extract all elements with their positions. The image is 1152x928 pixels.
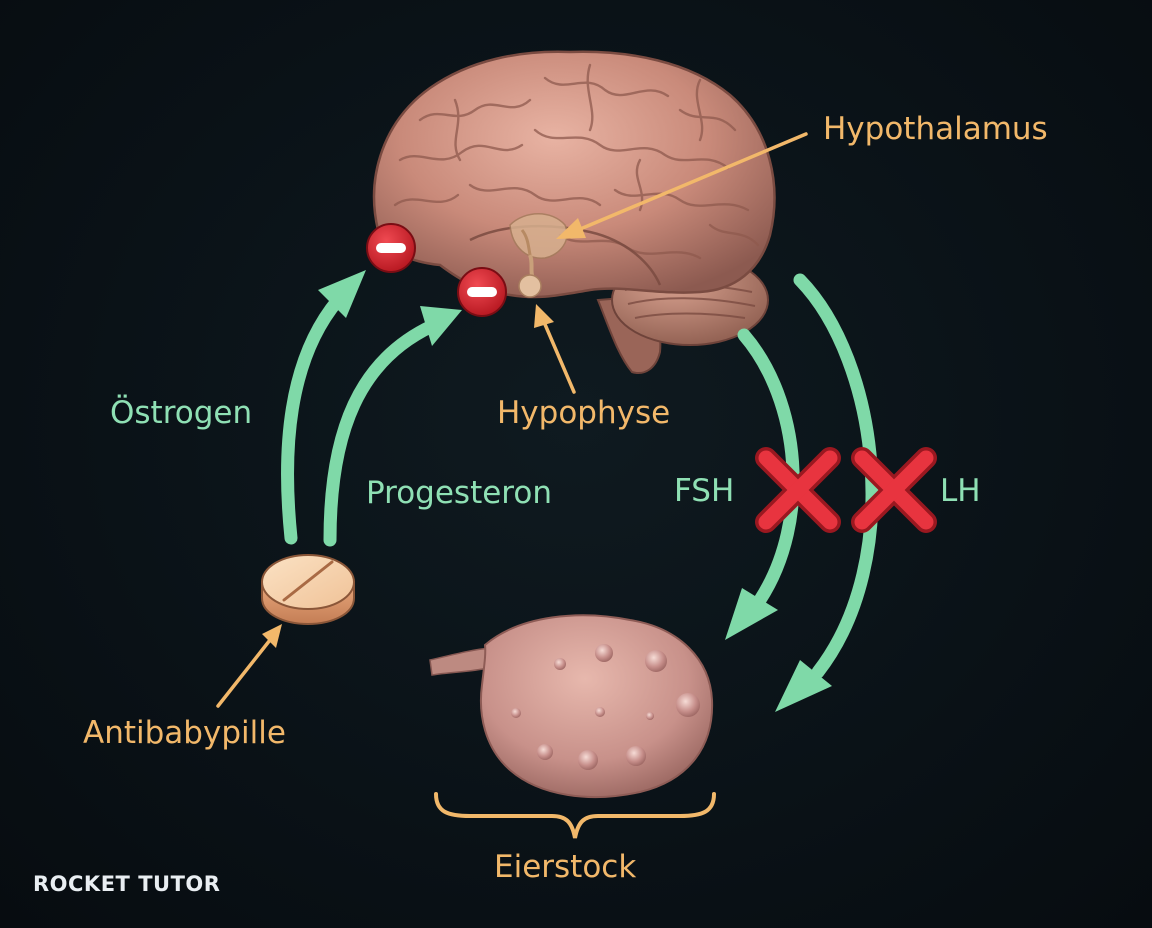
label-hypophyse: Hypophyse [497,395,671,431]
lh-arrowhead [775,660,832,712]
oestrogen-arrow-shaft [281,293,345,545]
oestrogen-arrowhead [318,270,366,318]
label-eierstock: Eierstock [494,849,637,885]
label-antibabypille: Antibabypille [83,715,286,751]
brain-illustration [372,50,776,374]
minus-circle-icon [366,223,416,273]
hypothalamus-pointer-line [576,132,808,232]
red-cross-icon [851,447,937,533]
pill-pointer-head [262,624,282,648]
label-progesteron: Progesteron [366,475,552,511]
eierstock-brace [434,792,716,839]
follicles [511,644,700,770]
label-lh: LH [940,473,981,509]
rocket-tutor-logo: ROCKET TUTOR [33,872,221,896]
hypophyse-pointer-line [542,320,576,394]
hypophyse-pointer-head [534,304,554,328]
progesteron-arrow-shaft [323,319,439,547]
fsh-arrow-shaft [737,328,800,607]
minus-circle-icon [457,267,507,317]
fsh-arrowhead [725,588,778,640]
progesteron-arrowhead [420,306,462,346]
ovary-illustration [429,614,714,798]
pill-pointer-line [216,638,272,708]
label-fsh: FSH [674,473,735,509]
red-cross-icon [755,447,841,533]
label-hypothalamus: Hypothalamus [823,111,1048,147]
pill-icon [261,554,355,626]
hypothalamus-pointer-head [556,218,586,239]
label-oestrogen: Östrogen [110,395,253,431]
